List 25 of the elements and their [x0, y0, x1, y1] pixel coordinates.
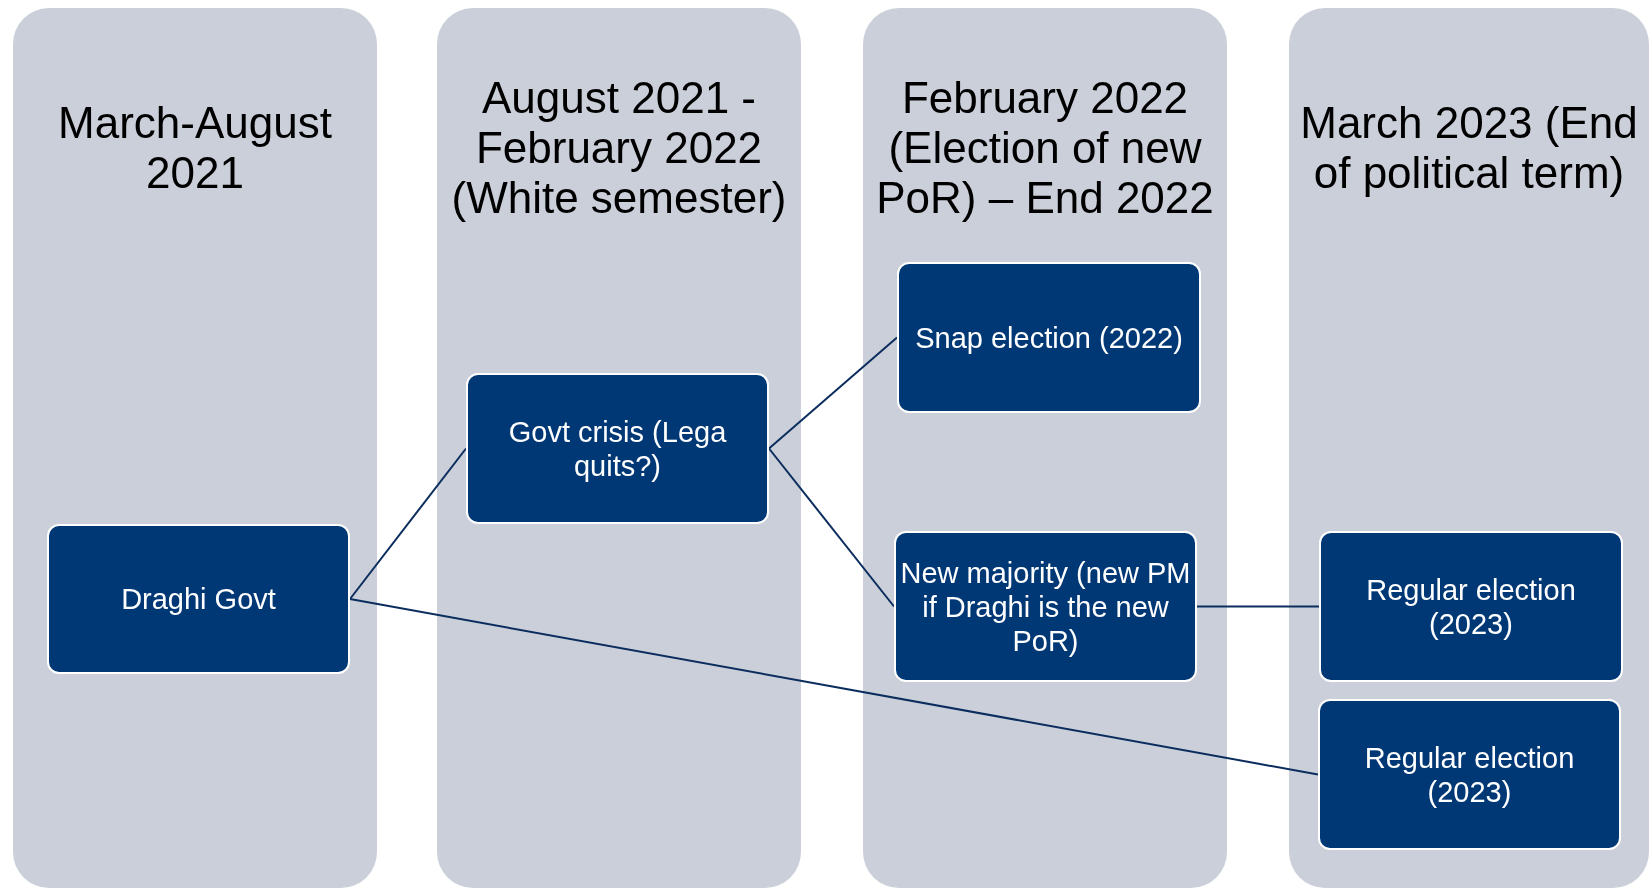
connector-line [768, 336, 898, 450]
event-label: New majority (new PM if Draghi is the new PoR) [900, 555, 1191, 658]
connector-line [349, 447, 467, 600]
event-box [1318, 699, 1621, 850]
column-band [13, 8, 377, 888]
event-box [47, 524, 350, 674]
event-box [466, 373, 769, 524]
column-band [437, 8, 801, 888]
event-label: Regular election (2023) [1365, 572, 1577, 641]
event-box [897, 262, 1201, 413]
column-heading: March 2023 (End of political term) [1299, 98, 1639, 198]
connector-line [768, 447, 895, 608]
event-box [894, 531, 1197, 682]
event-label: Draghi Govt [121, 582, 276, 616]
column-band [1289, 8, 1649, 888]
event-label: Govt crisis (Lega quits?) [507, 414, 728, 483]
event-label: Regular election (2023) [1363, 740, 1576, 809]
column-heading: March-August 2021 [57, 98, 333, 198]
connector-line [1196, 605, 1320, 608]
event-box [1319, 531, 1623, 682]
column-band [863, 8, 1227, 888]
column-heading: February 2022 (Election of new PoR) – End 2022 [875, 73, 1215, 223]
connector-line [349, 598, 1319, 776]
column-heading: August 2021 - February 2022 (White semester) [450, 73, 788, 223]
event-label: Snap election (2022) [915, 320, 1183, 355]
